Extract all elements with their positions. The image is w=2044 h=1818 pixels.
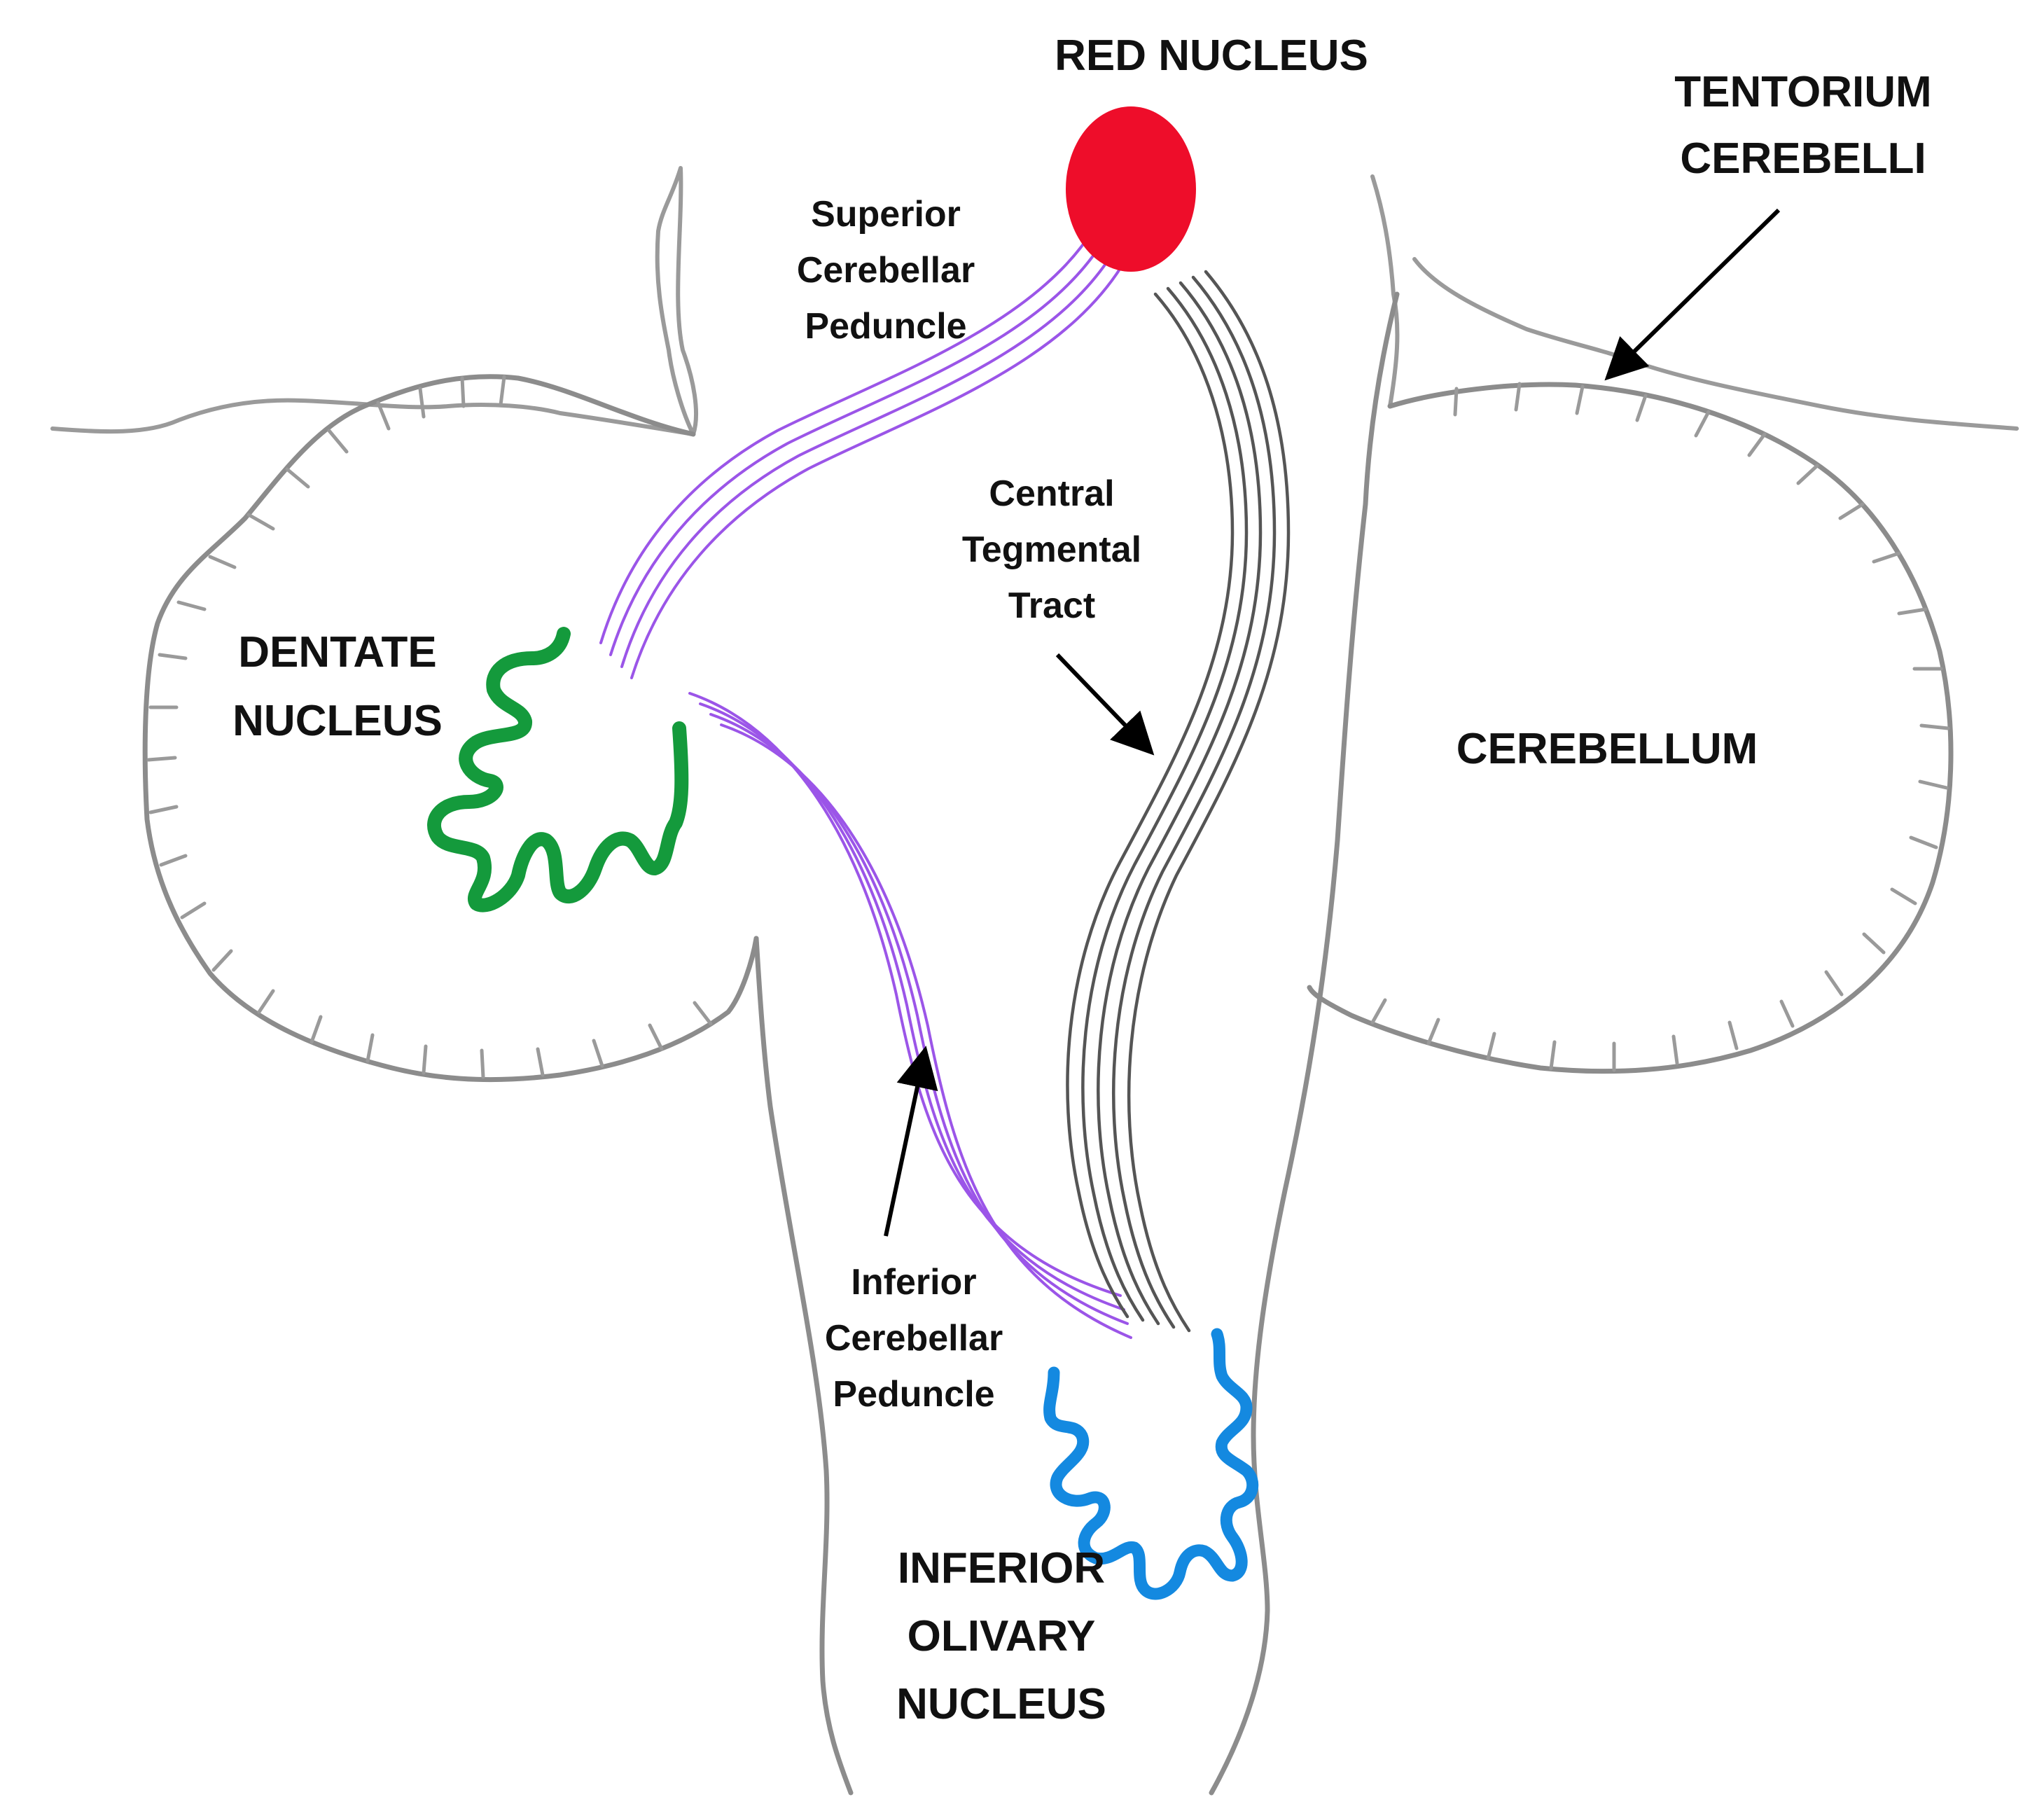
red-nucleus <box>1066 106 1196 272</box>
label-red-nucleus: RED NUCLEUS <box>1055 32 1368 80</box>
pointer-arrows <box>884 208 1781 1237</box>
label-cerebellum: CEREBELLUM <box>1456 725 1758 773</box>
label-central-line2: Tegmental <box>962 529 1141 570</box>
brainstem-right-wall <box>1209 291 1400 1796</box>
right-cerebellar-hemisphere <box>1307 382 1954 1074</box>
label-tentorium-line2: CEREBELLI <box>1680 134 1926 183</box>
label-dentate-line1: DENTATE <box>238 628 437 676</box>
central-tegmental-arrow <box>1055 653 1155 756</box>
tentorium-arrow <box>1604 208 1781 381</box>
tentorium-cerebelli <box>50 166 2019 436</box>
label-central-line3: Tract <box>1008 585 1095 626</box>
inferior-peduncle-arrow <box>884 1046 938 1237</box>
label-olivary-line1: INFERIOR <box>898 1544 1105 1593</box>
central-tegmental-tract-fibers <box>1066 270 1291 1333</box>
tentorium-right <box>1370 174 2019 431</box>
label-superior-line2: Cerebellar <box>797 250 975 291</box>
cerebellum-brainstem-outline <box>142 291 1954 1796</box>
label-olivary-line2: OLIVARY <box>908 1612 1096 1660</box>
label-olivary-line3: NUCLEUS <box>896 1680 1106 1728</box>
label-superior-line3: Peduncle <box>805 306 966 347</box>
right-folia <box>1370 382 1950 1072</box>
inferior-cerebellar-peduncle-fibers <box>688 692 1132 1339</box>
label-dentate-line2: NUCLEUS <box>232 697 443 745</box>
label-inferior-peduncle-line3: Peduncle <box>833 1374 994 1415</box>
tentorium-left <box>50 166 698 436</box>
brainstem-left-wall <box>753 936 854 1796</box>
labels: RED NUCLEUS TENTORIUM CEREBELLI Superior… <box>232 32 1932 1728</box>
left-cerebellar-hemisphere <box>142 374 759 1083</box>
label-inferior-peduncle-line1: Inferior <box>851 1262 976 1303</box>
superior-cerebellar-peduncle-fibers <box>599 230 1125 679</box>
inferior-olivary-nucleus <box>1043 1328 1259 1600</box>
cerebellar-folia <box>146 375 1950 1079</box>
label-central-line1: Central <box>989 473 1114 514</box>
label-superior-line1: Superior <box>811 194 961 235</box>
left-folia <box>146 375 713 1079</box>
label-tentorium-line1: TENTORIUM <box>1674 68 1931 116</box>
dentate-nucleus <box>427 627 689 913</box>
label-inferior-peduncle-line2: Cerebellar <box>825 1318 1003 1359</box>
